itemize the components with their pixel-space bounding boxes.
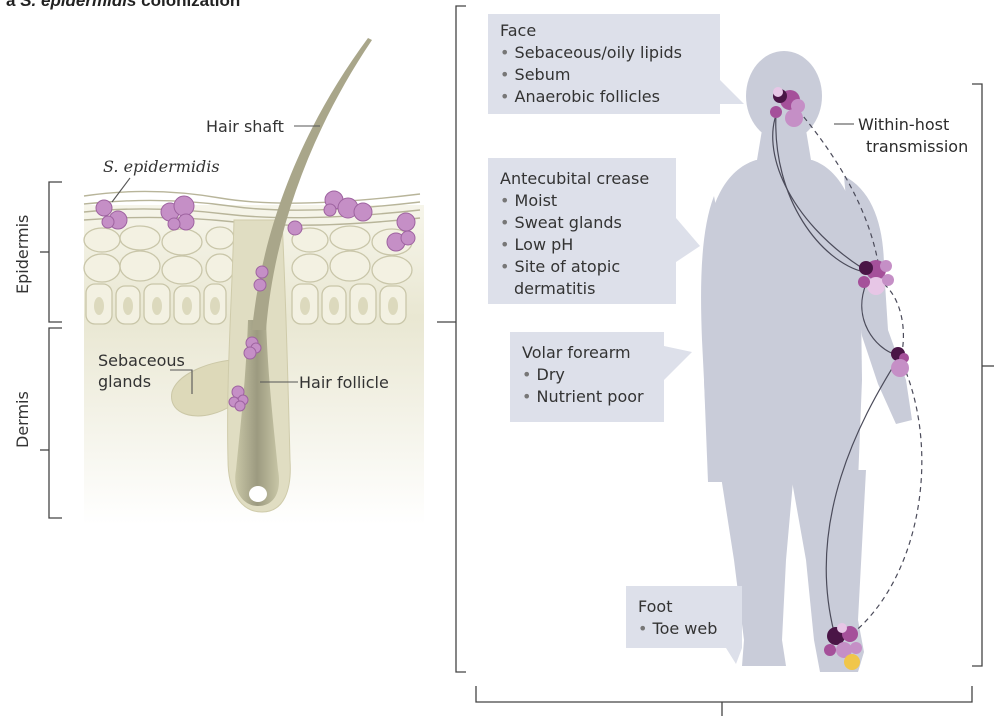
skin-section: Hair shaft S. epidermidis Epidermis Derm… [13,38,424,525]
dermis-label: Dermis [13,391,32,448]
foot-item-1: • Toe web [638,619,717,638]
hair-shaft-label: Hair shaft [206,117,284,136]
sebaceous-label-line2: glands [98,372,151,391]
face-item-2: • Sebum [500,65,570,84]
hair-bulb [249,486,267,502]
volar-title: Volar forearm [522,343,631,362]
transmission-label-line1: Within-host [858,115,949,134]
volar-item-1: • Dry [522,365,565,384]
face-title: Face [500,21,536,40]
cluster-forearm [891,347,909,377]
face-item-1: • Sebaceous/oily lipids [500,43,682,62]
transmission-label-line2: transmission [866,137,968,156]
antecubital-item-4-cont: dermatitis [514,279,595,298]
layer-brackets [40,182,62,518]
antecubital-item-2: • Sweat glands [500,213,622,232]
antecubital-item-1: • Moist [500,191,557,210]
antecubital-title: Antecubital crease [500,169,649,188]
antecubital-item-3: • Low pH [500,235,573,254]
sebaceous-label-line1: Sebaceous [98,351,185,370]
hair-follicle-label: Hair follicle [299,373,389,392]
foot-callout-box [626,586,742,648]
volar-item-2: • Nutrient poor [522,387,644,406]
antecubital-item-4: • Site of atopic [500,257,620,276]
foot-title: Foot [638,597,672,616]
face-item-3: • Anaerobic follicles [500,87,660,106]
epidermis-label: Epidermis [13,215,32,294]
bacterium-label: S. epidermidis [103,157,220,176]
